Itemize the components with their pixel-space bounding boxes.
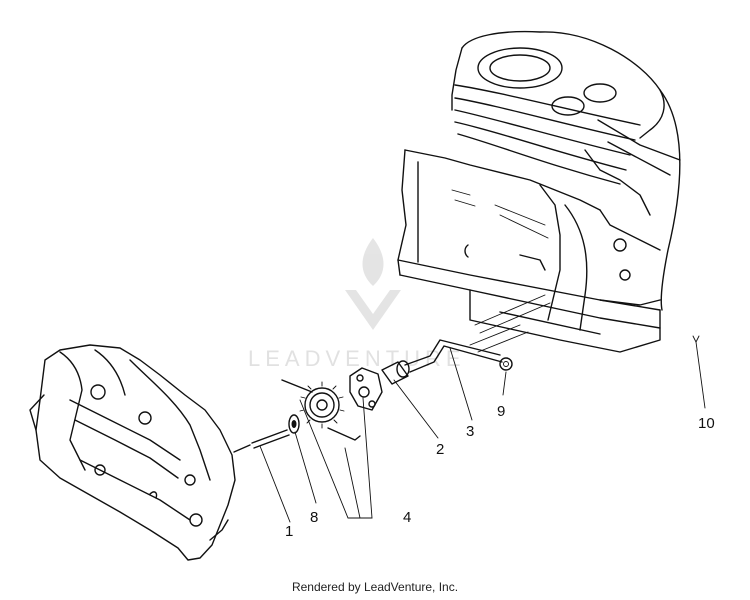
leadventure-watermark: LEADVENTURE (248, 238, 466, 371)
leader-2 (393, 379, 439, 439)
washer-part-8 (288, 414, 300, 434)
o-ring-part-9 (499, 357, 513, 371)
callout-2: 2 (436, 441, 444, 458)
leader-10 (695, 341, 706, 409)
callout-4: 4 (403, 509, 411, 526)
leader-4-tick (344, 447, 361, 519)
leader-3 (449, 347, 473, 421)
flame-logo-icon (345, 238, 401, 330)
oil-pump-body (349, 367, 383, 411)
render-credit: Rendered by LeadVenture, Inc. (291, 580, 459, 594)
callout-3: 3 (466, 423, 474, 440)
dipstick-tube-part-3 (404, 294, 551, 373)
callout-9: 9 (497, 403, 505, 420)
leader-4-bracket (299, 397, 373, 519)
watermark-text: LEADVENTURE (248, 346, 466, 371)
leader-8 (294, 431, 317, 504)
leader-lines (259, 335, 706, 523)
callout-labels: 1 8 4 2 3 9 10 (285, 403, 715, 540)
leader-10-arrow (692, 335, 700, 343)
pump-gear (281, 379, 361, 441)
callout-1: 1 (285, 523, 293, 540)
leader-9 (502, 371, 507, 396)
engine-block (397, 30, 681, 353)
callout-10: 10 (698, 415, 715, 432)
bushing-part-2 (381, 360, 410, 385)
crankcase-cover (29, 344, 236, 561)
callout-8: 8 (310, 509, 318, 526)
leader-1 (259, 445, 291, 523)
